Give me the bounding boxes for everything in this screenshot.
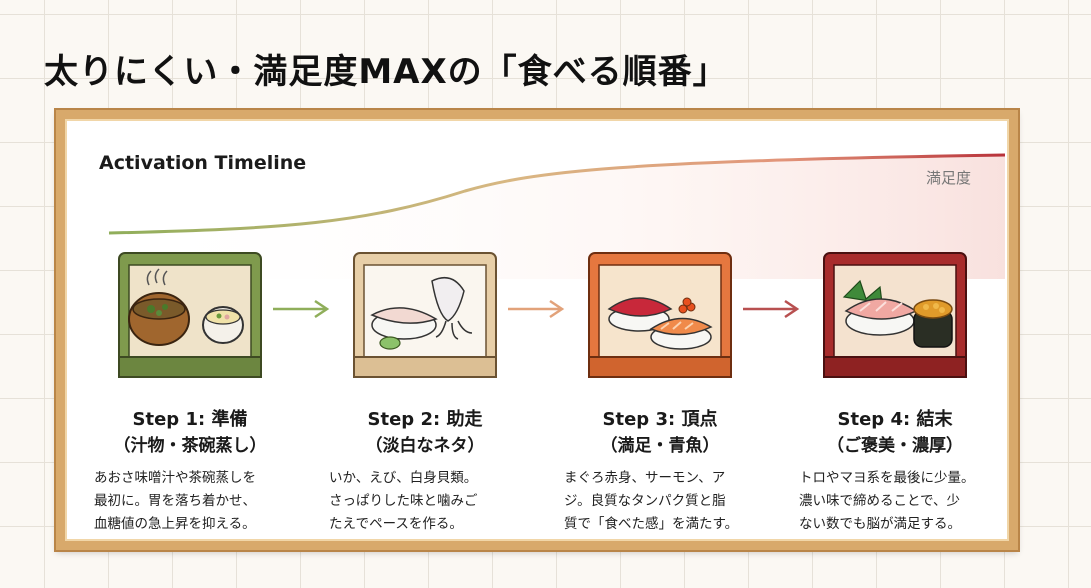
page-title: 太りにくい・満足度MAXの「食べる順番」 xyxy=(44,52,728,92)
step-title: Step 3: 頂点 xyxy=(602,409,718,430)
desc-line: まぐろ赤身、サーモン、ア xyxy=(564,470,726,486)
step-4-box xyxy=(820,245,970,385)
desc-line: ジ。良質なタンパク質と脂 xyxy=(564,493,726,509)
desc-line: 血糖値の急上昇を抑える。 xyxy=(94,516,256,532)
step-4: Step 4: 結末 （ご褒美・濃厚） トロやマヨ系を最後に少量。 濃い味で締め… xyxy=(785,407,1005,536)
tuna-salmon-sushi-icon xyxy=(588,252,732,378)
soup-bowl-icon xyxy=(118,252,262,378)
step-1-box xyxy=(115,245,265,385)
step-2-box xyxy=(350,245,500,385)
step-description: トロやマヨ系を最後に少量。 濃い味で締めることで、少 ない数でも脳が満足する。 xyxy=(785,467,1005,536)
step-subtitle: （ご褒美・濃厚） xyxy=(827,436,963,456)
squid-sushi-icon xyxy=(353,252,497,378)
step-description: あおさ味噌汁や茶碗蒸しを 最初に。胃を落ち着かせ、 血糖値の急上昇を抑える。 xyxy=(80,467,300,536)
step-3: Step 3: 頂点 （満足・青魚） まぐろ赤身、サーモン、ア ジ。良質なタンパ… xyxy=(550,407,770,536)
desc-line: たえでペースを作る。 xyxy=(329,516,463,532)
arrow-right-icon xyxy=(743,299,800,319)
step-title: Step 4: 結末 xyxy=(837,409,953,430)
step-description: いか、えび、白身貝類。 さっぱりした味と噛みご たえでペースを作る。 xyxy=(315,467,535,536)
step-3-box xyxy=(585,245,735,385)
desc-line: あおさ味噌汁や茶碗蒸しを xyxy=(94,470,256,486)
desc-line: 質で「食べた感」を満たす。 xyxy=(564,516,739,532)
step-title: Step 2: 助走 xyxy=(367,409,483,430)
satisfaction-axis-label: 満足度 xyxy=(925,169,971,187)
desc-line: いか、えび、白身貝類。 xyxy=(329,470,478,486)
desc-line: トロやマヨ系を最後に少量。 xyxy=(799,470,975,486)
step-subtitle: （淡白なネタ） xyxy=(365,436,485,456)
diagram-frame: Activation Timeline 満足度 xyxy=(54,108,1020,552)
step-subtitle: （汁物・茶碗蒸し） xyxy=(113,436,267,456)
toro-uni-sushi-icon xyxy=(823,252,967,378)
desc-line: 最初に。胃を落ち着かせ、 xyxy=(94,493,256,509)
desc-line: ない数でも脳が満足する。 xyxy=(799,516,961,532)
arrow-right-icon xyxy=(273,299,330,319)
satisfaction-curve xyxy=(108,153,1006,279)
timeline-label: Activation Timeline xyxy=(99,152,307,174)
desc-line: さっぱりした味と噛みご xyxy=(329,493,478,509)
step-title: Step 1: 準備 xyxy=(132,409,248,430)
desc-line: 濃い味で締めることで、少 xyxy=(799,493,961,509)
arrow-right-icon xyxy=(508,299,565,319)
step-description: まぐろ赤身、サーモン、ア ジ。良質なタンパク質と脂 質で「食べた感」を満たす。 xyxy=(550,467,770,536)
step-1: Step 1: 準備 （汁物・茶碗蒸し） あおさ味噌汁や茶碗蒸しを 最初に。胃を… xyxy=(80,407,300,536)
step-subtitle: （満足・青魚） xyxy=(600,436,720,456)
step-2: Step 2: 助走 （淡白なネタ） いか、えび、白身貝類。 さっぱりした味と噛… xyxy=(315,407,535,536)
